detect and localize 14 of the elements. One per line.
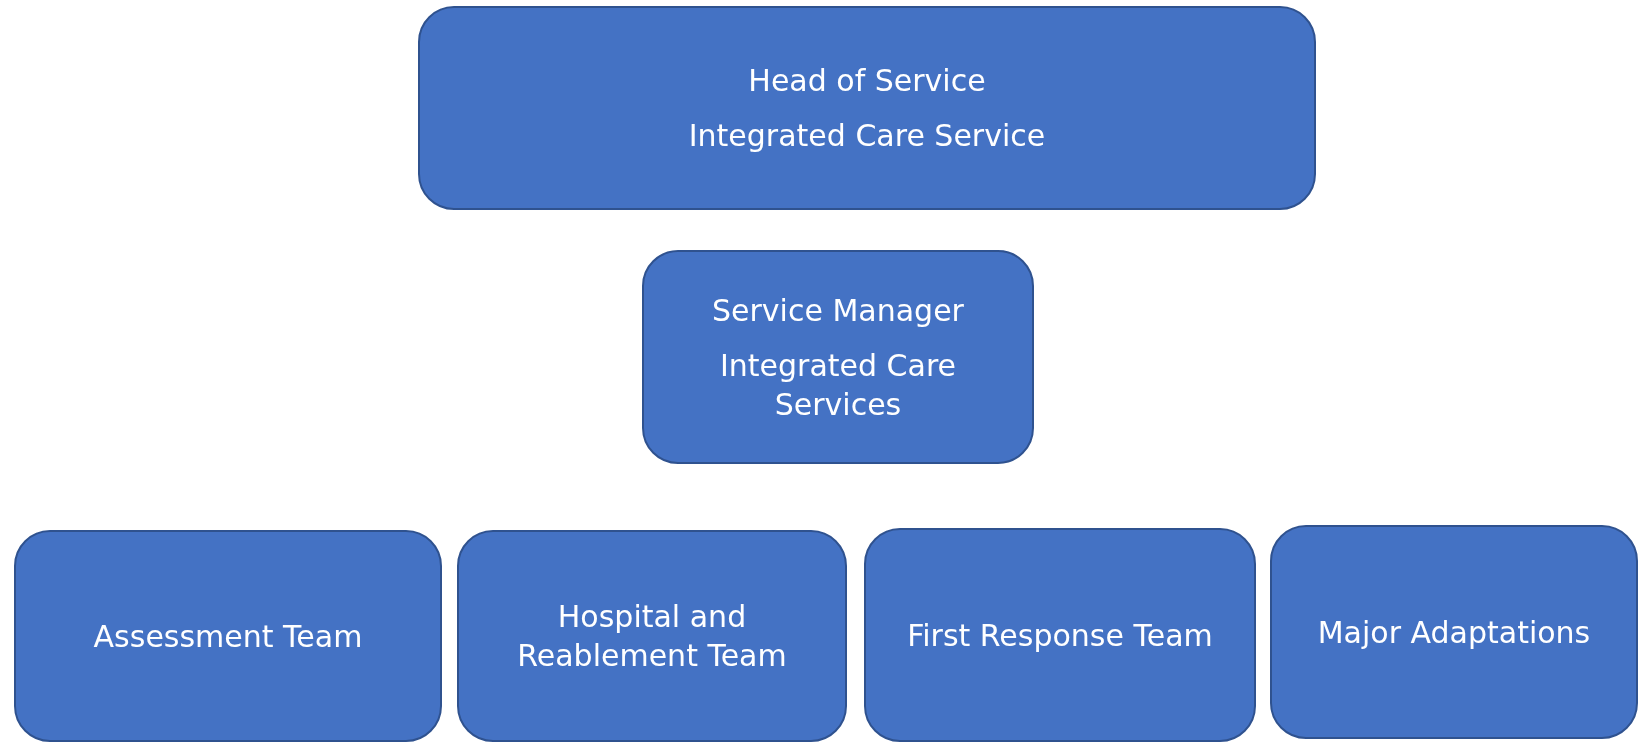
team-box: [864, 528, 1256, 742]
manager-box: [642, 250, 1034, 464]
role-subtitle: Integrated Care Service: [688, 117, 1046, 155]
role-title: Major Adaptations: [1317, 613, 1591, 652]
role-title: Assessment Team: [93, 617, 363, 656]
role-title: First Response Team: [907, 616, 1213, 655]
team-box: [457, 530, 847, 742]
role-title: Service Manager: [712, 291, 964, 330]
role-title: Hospital and Reablement Team: [516, 598, 788, 675]
role-title: Head of Service: [748, 62, 986, 100]
team-box: [1270, 525, 1638, 739]
role-subtitle: Integrated Care Services: [718, 346, 958, 424]
head-box: [418, 6, 1316, 210]
team-box: [14, 530, 442, 742]
